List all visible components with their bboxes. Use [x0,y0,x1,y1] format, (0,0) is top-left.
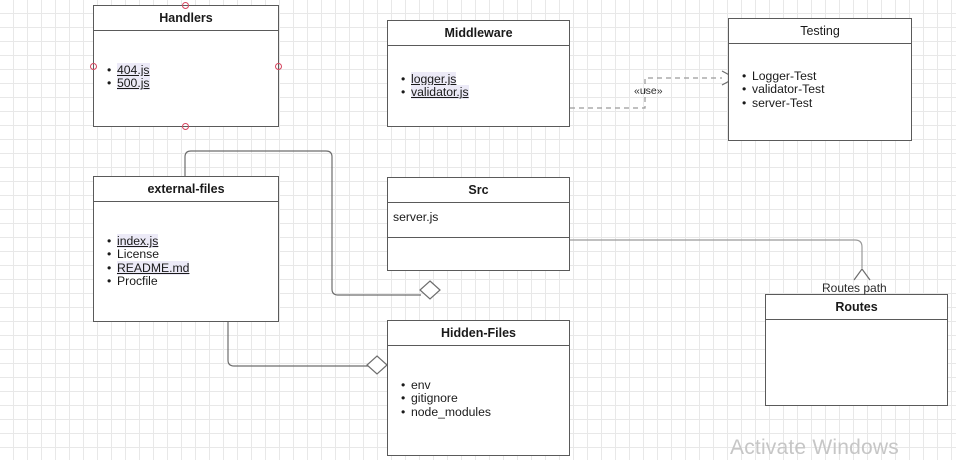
node-testing-items: Logger-Test validator-Test server-Test [729,44,911,110]
list-item: gitignore [399,392,569,407]
node-routes-divider [766,319,947,320]
node-hidden-files-items: env gitignore node_modules [388,346,569,419]
node-middleware-divider [388,45,569,46]
node-external-files-items: index.js License README.md Procfile [94,202,278,289]
list-item[interactable]: logger.js [399,72,569,87]
list-item: validator-Test [740,83,911,98]
list-item: License [105,248,278,263]
list-item: Procfile [105,275,278,290]
node-src-attribute: server.js [393,210,439,224]
connection-point-bottom[interactable] [182,123,189,130]
node-testing-body: Logger-Test validator-Test server-Test [729,44,911,110]
node-src-title: Src [468,183,489,197]
node-external-files-divider [94,201,278,202]
node-handlers[interactable]: Handlers 404.js 500.js [93,5,279,127]
connection-point-top[interactable] [182,2,189,9]
node-hidden-files-divider [388,345,569,346]
edge-label-use: «use» [634,85,663,97]
edge-label-routes-path: Routes path [822,281,887,295]
node-external-files-title: external-files [147,182,225,196]
list-item[interactable]: index.js [105,234,278,249]
node-hidden-files[interactable]: Hidden-Files env gitignore node_modules [387,320,570,456]
node-middleware[interactable]: Middleware logger.js validator.js [387,20,570,127]
node-external-files-body: index.js License README.md Procfile [94,202,278,289]
node-middleware-items: logger.js validator.js [388,46,569,100]
node-src-divider-1 [388,202,569,203]
activate-windows-watermark: Activate Windows [730,436,899,459]
node-hidden-files-body: env gitignore node_modules [388,346,569,419]
list-item[interactable]: README.md [105,260,278,276]
list-item[interactable]: 500.js [105,76,278,91]
node-hidden-files-title: Hidden-Files [440,326,516,340]
node-handlers-items: 404.js 500.js [94,31,278,91]
node-handlers-title: Handlers [159,11,213,25]
list-item[interactable]: 404.js [105,63,278,78]
node-routes-title: Routes [835,300,878,314]
edge-external-files-to-hidden-files [227,322,388,375]
node-testing[interactable]: Testing Logger-Test validator-Test serve… [728,18,912,141]
node-handlers-body: 404.js 500.js [94,31,278,91]
list-item: node_modules [399,405,569,420]
edge-src-to-routes [570,239,871,281]
list-item: server-Test [740,96,911,111]
node-middleware-body: logger.js validator.js [388,46,569,100]
node-middleware-title: Middleware [444,26,513,40]
node-src[interactable]: Src server.js [387,177,570,271]
node-testing-divider [729,43,911,44]
node-src-attributes: server.js [388,203,569,237]
node-src-divider-2 [388,237,569,238]
connection-point-left[interactable] [90,63,97,70]
list-item: env [399,378,569,393]
list-item[interactable]: validator.js [399,85,569,100]
node-external-files[interactable]: external-files index.js License README.m… [93,176,279,322]
node-src-operations [388,238,569,270]
connection-point-right[interactable] [275,63,282,70]
list-item: Logger-Test [740,69,911,84]
node-testing-title: Testing [800,24,840,38]
node-handlers-divider [94,30,278,31]
node-routes[interactable]: Routes [765,294,948,406]
